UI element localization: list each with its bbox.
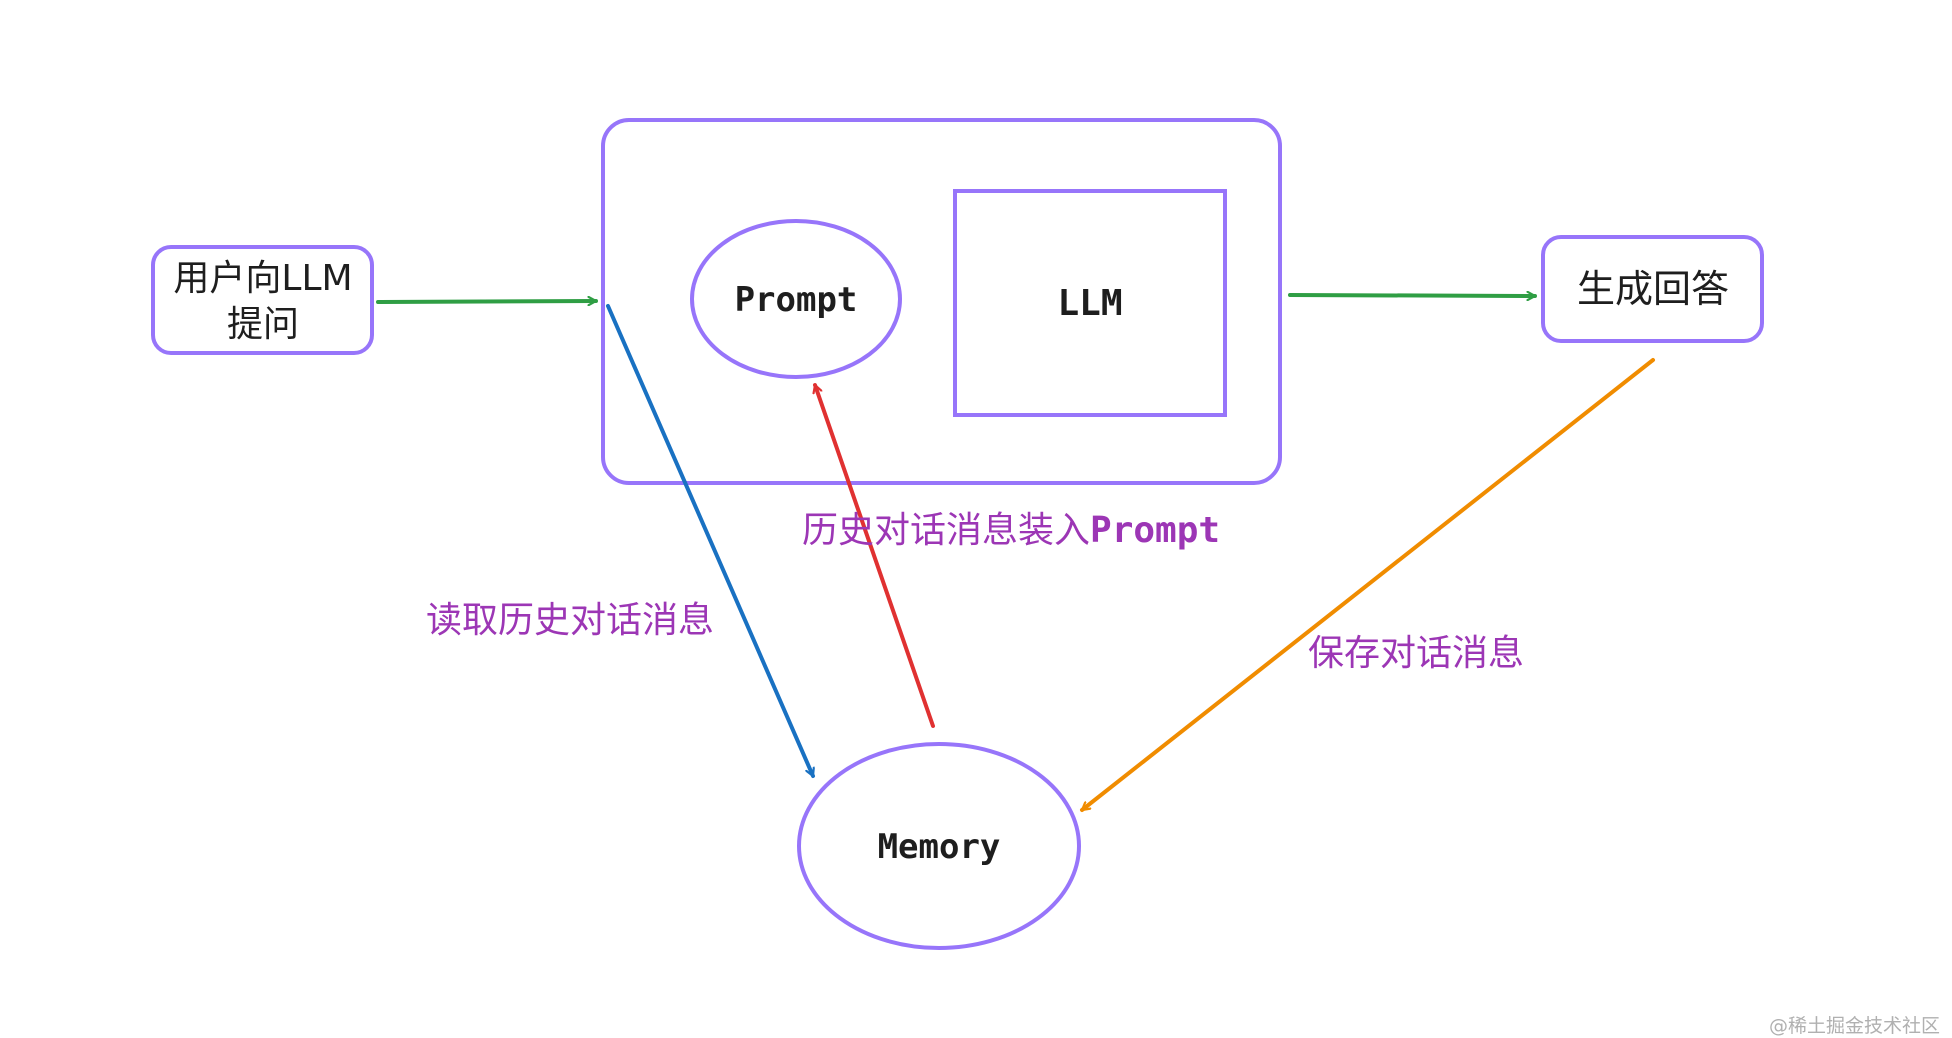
user-question-label-line2: 提问 (227, 304, 299, 345)
memory-ellipse (797, 742, 1081, 950)
memory-node: Memory (797, 742, 1081, 950)
prompt-node: Prompt (690, 219, 902, 379)
edge-label-read-history: 读取历史对话消息 (426, 600, 714, 641)
arrow-container-to-answer (1288, 295, 1537, 296)
user-question-node: 用户向LLM 提问 (151, 245, 374, 355)
arrow-load-into-prompt (815, 383, 935, 728)
edge-label-load-into-prompt: 历史对话消息装入Prompt (802, 510, 1220, 551)
llm-node: LLM (953, 189, 1227, 417)
prompt-ellipse (690, 219, 902, 379)
llm-label: LLM (1057, 283, 1122, 324)
user-question-label-line1: 用户向LLM (173, 258, 352, 299)
prompt-label: Prompt (735, 280, 858, 320)
answer-label: 生成回答 (1577, 267, 1729, 311)
arrow-user-to-container (376, 301, 598, 302)
edge-label-save-dialog: 保存对话消息 (1308, 633, 1524, 674)
arrow-save-dialog (1080, 358, 1655, 812)
memory-label: Memory (878, 827, 1001, 867)
llm-box (953, 189, 1227, 417)
answer-box (1541, 235, 1764, 343)
answer-node: 生成回答 (1541, 235, 1764, 343)
user-question-box (151, 245, 374, 355)
container-box (601, 118, 1282, 485)
watermark: @稀土掘金技术社区 (1769, 1015, 1940, 1037)
arrow-read-history (606, 304, 815, 778)
